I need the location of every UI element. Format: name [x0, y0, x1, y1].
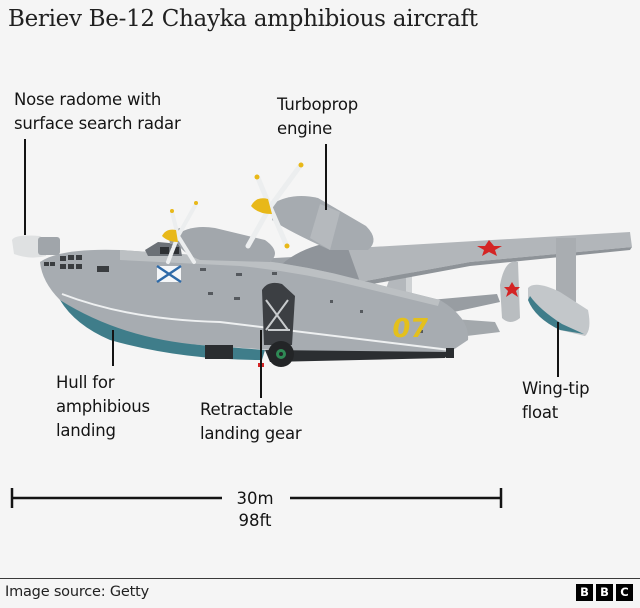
image-source: Image source: Getty [5, 584, 149, 600]
naval-ensign-icon [156, 264, 182, 284]
bbc-logo-letter: B [596, 584, 613, 601]
aircraft-illustration: 07 [12, 162, 632, 367]
inner-engine-nacelle [175, 227, 275, 262]
tail-number: 07 [390, 314, 430, 344]
tail-star-icon [504, 282, 520, 297]
inner-spinner [162, 229, 178, 242]
leader-turboprop-engine [325, 144, 327, 210]
label-nose-radome: Nose radome with surface search radar [14, 90, 181, 133]
bbc-logo-letter: C [616, 584, 633, 601]
label-wingtip-float: Wing-tip float [522, 379, 590, 422]
scale-metric: 30m [236, 489, 274, 508]
landing-gear-strut [265, 299, 290, 331]
leader-hull [112, 330, 114, 366]
nose-windows [44, 255, 82, 269]
outer-spinner [251, 198, 272, 214]
wingtip-float [528, 284, 590, 336]
fuselage [40, 249, 469, 352]
scale-label: 30m 98ft [225, 488, 285, 532]
leader-nose-radome [24, 139, 26, 235]
page-title: Beriev Be-12 Chayka amphibious aircraft [8, 6, 478, 32]
scale-imperial: 98ft [238, 511, 272, 530]
leader-wingtip-float [557, 322, 559, 377]
hull [60, 300, 265, 360]
bbc-logo-letter: B [576, 584, 593, 601]
label-turboprop-engine: Turboprop engine [277, 95, 359, 138]
main-wing [275, 232, 632, 282]
leader-landing-gear [260, 330, 262, 398]
footer-divider [0, 578, 640, 579]
float-strut [556, 238, 576, 302]
bbc-logo: B B C [576, 584, 633, 601]
wing-star-icon [477, 240, 502, 256]
label-hull: Hull for amphibious landing [56, 373, 150, 440]
label-landing-gear: Retractable landing gear [200, 400, 302, 443]
